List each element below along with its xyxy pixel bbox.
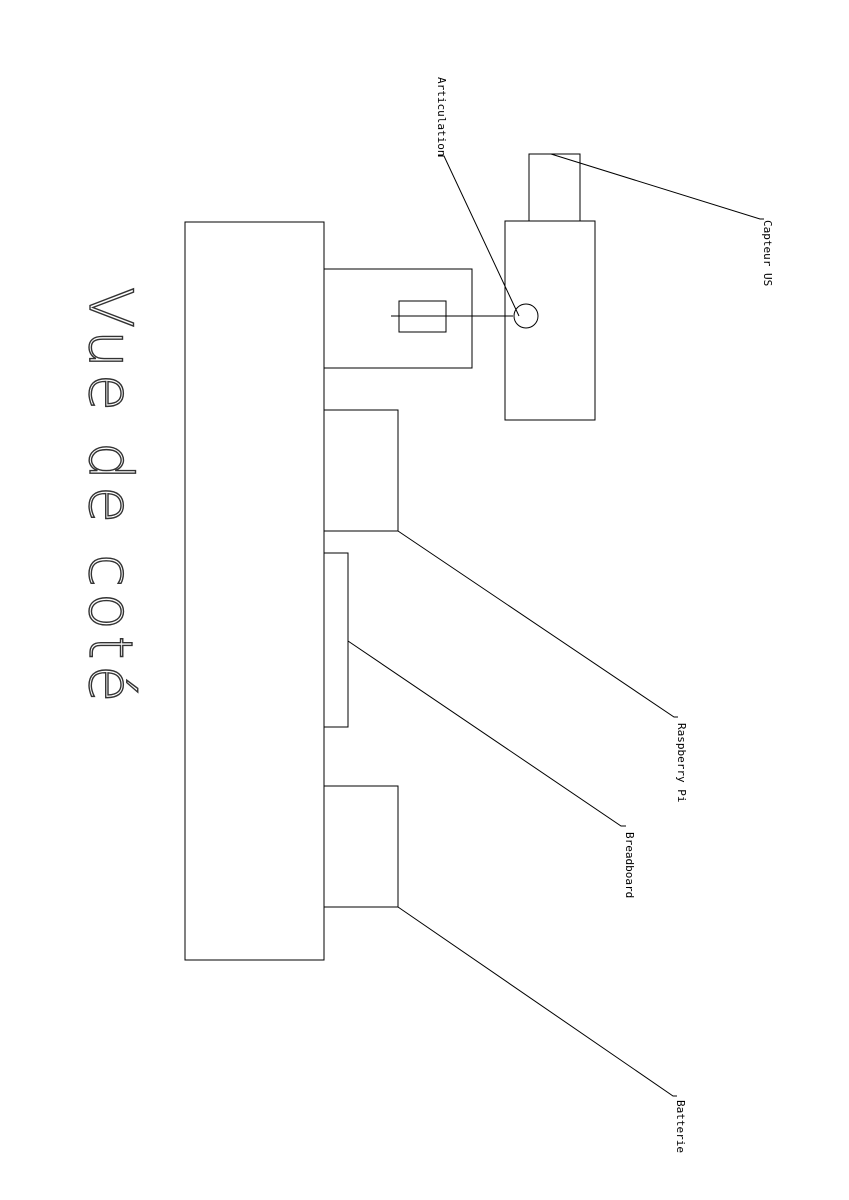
articulation-label: Articulation [435,77,448,156]
ultrasonic-sensor-block [528,153,581,222]
capteur-label: Capteur US [761,220,774,286]
batterie-label: Batterie [674,1100,687,1153]
breadboard-leader [347,640,626,827]
breadboard-label: Breadboard [623,832,636,898]
capteur-leader [550,153,764,220]
chassis-block [184,221,325,961]
raspberry-leader [397,530,678,718]
breadboard-block [323,552,349,728]
battery-block [323,785,399,908]
sensor-housing-block [504,220,596,421]
raspberry-label: Raspberry Pi [675,723,688,802]
diagram-title: Vue de coté [75,287,145,708]
articulation-leader [438,155,520,317]
servo-mount-block [323,268,473,369]
raspberry-pi-block [323,409,399,532]
articulation-joint [513,303,539,329]
batterie-leader [397,906,677,1097]
